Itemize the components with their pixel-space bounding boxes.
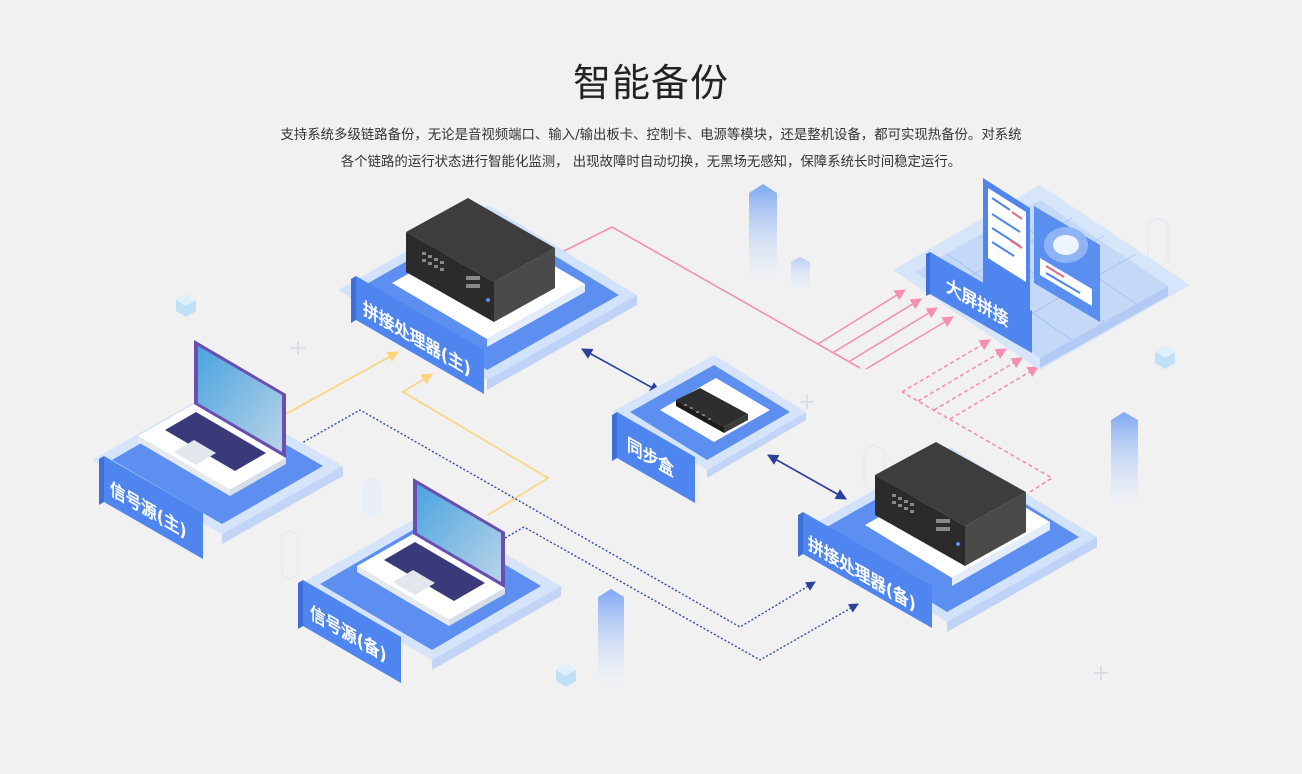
decor-cubes [176,294,1175,687]
decor-plus-signs [291,341,1108,680]
page-description: 支持系统多级链路备份，无论是音视频端口、输入/输出板卡、控制卡、电源等模块，还是… [236,122,1066,176]
page-title: 智能备份 [572,61,729,105]
node-processor-backup: 拼接处理器(备) [798,442,1097,632]
description-line-1: 支持系统多级链路备份，无论是音视频端口、输入/输出板卡、控制卡、电源等模块，还是… [280,128,1022,143]
node-source-backup: 信号源(备) [298,478,561,683]
connection-lines [285,226,1054,661]
description-line-2: 各个链路的运行状态进行智能化监测， 出现故障时自动切换，无黑场无感知，保障系统长… [340,155,962,170]
node-sync-box: 同步盒 [612,355,806,503]
node-processor-main: 拼接处理器(主) [338,198,637,394]
node-source-main: 信号源(主) [92,340,343,559]
node-big-screen: 大屏拼接 [893,178,1190,370]
